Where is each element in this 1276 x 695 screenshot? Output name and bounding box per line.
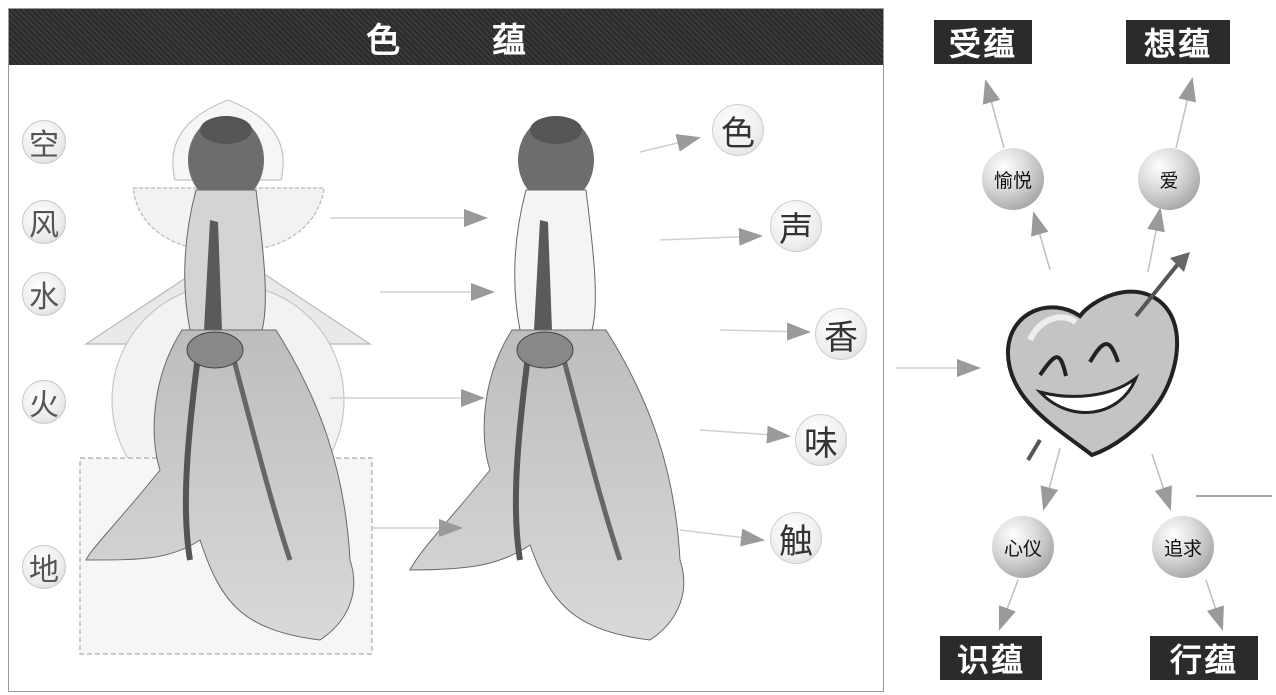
- element-space: 空: [22, 120, 66, 164]
- emotion-mind-form: 心仪: [992, 516, 1054, 578]
- emotion-love: 爱: [1138, 148, 1200, 210]
- seated-woman-back-view-icon-2: [409, 116, 685, 641]
- skandha-feeling-box: 受蕴: [934, 20, 1032, 64]
- skandha-consciousness-box: 识蕴: [940, 636, 1042, 680]
- sense-arrows: [639, 134, 811, 547]
- emotion-pleasure: 愉悦: [982, 148, 1044, 210]
- element-fire: 火: [22, 380, 66, 424]
- transform-arrows: [330, 209, 495, 537]
- smiling-heart-with-arrow-icon: [1005, 252, 1190, 462]
- sense-smell: 香: [815, 308, 867, 360]
- element-wind: 风: [22, 200, 66, 244]
- panel-title: 色 蕴: [366, 20, 566, 61]
- skandha-formation-box: 行蕴: [1150, 636, 1258, 680]
- sense-taste: 味: [795, 414, 847, 466]
- heart-arrows: [982, 77, 1224, 631]
- sense-sight: 色: [712, 104, 764, 156]
- panel-title-bar: 色 蕴: [9, 9, 883, 65]
- skandha-perception-box: 想蕴: [1126, 20, 1230, 64]
- seated-woman-back-view-icon: [85, 116, 355, 641]
- sense-touch: 触: [770, 512, 822, 564]
- sense-sound: 声: [770, 200, 822, 252]
- element-water: 水: [22, 272, 66, 316]
- element-earth: 地: [22, 545, 66, 589]
- emotion-pursuit: 追求: [1152, 516, 1214, 578]
